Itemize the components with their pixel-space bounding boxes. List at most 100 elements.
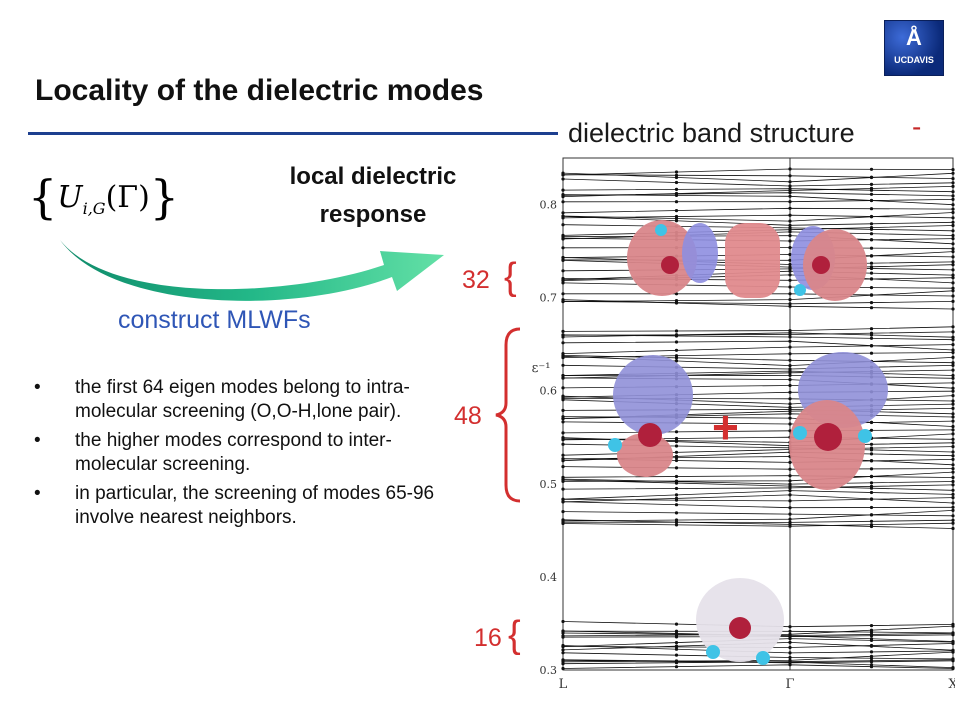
band-point bbox=[788, 298, 792, 302]
band-point bbox=[788, 512, 792, 516]
band-point bbox=[869, 336, 874, 340]
local-response-line2: response bbox=[319, 201, 427, 228]
band-point bbox=[951, 419, 955, 423]
band-point bbox=[788, 174, 792, 178]
band-point bbox=[674, 444, 679, 448]
band-point bbox=[951, 441, 955, 445]
band-point bbox=[788, 645, 792, 650]
band-point bbox=[869, 656, 874, 660]
band-point bbox=[951, 496, 955, 500]
band-point bbox=[788, 194, 792, 198]
band-line bbox=[562, 194, 954, 206]
band-point bbox=[788, 258, 792, 262]
band-point bbox=[788, 517, 792, 521]
band-point bbox=[674, 511, 679, 515]
band-point bbox=[788, 364, 792, 368]
band-point bbox=[788, 262, 792, 267]
band-point bbox=[561, 281, 565, 285]
band-point bbox=[951, 368, 955, 372]
band-point bbox=[788, 405, 792, 409]
band-point bbox=[674, 348, 679, 352]
band-point bbox=[869, 293, 874, 297]
band-point bbox=[674, 641, 679, 645]
band-point bbox=[788, 269, 792, 273]
band-point bbox=[788, 460, 792, 464]
band-line bbox=[562, 475, 954, 478]
band-point bbox=[951, 260, 955, 264]
band-point bbox=[788, 184, 792, 188]
band-point bbox=[788, 390, 792, 394]
band-point bbox=[951, 518, 955, 522]
band-point bbox=[869, 448, 874, 452]
band-point bbox=[951, 363, 955, 367]
band-point bbox=[869, 663, 874, 667]
band-point bbox=[561, 256, 565, 260]
band-point bbox=[951, 483, 955, 487]
band-point bbox=[951, 325, 955, 329]
bullet-item: the higher modes correspond to inter-mol… bbox=[28, 429, 468, 476]
band-point bbox=[869, 513, 874, 517]
band-point bbox=[788, 482, 792, 486]
bullet-item: in particular, the screening of modes 65… bbox=[28, 482, 468, 529]
band-point bbox=[951, 220, 955, 224]
band-point bbox=[869, 505, 874, 510]
band-point bbox=[951, 168, 955, 172]
band-point bbox=[674, 454, 679, 458]
band-point bbox=[951, 501, 955, 505]
band-point bbox=[788, 167, 792, 171]
band-point bbox=[869, 442, 874, 446]
band-point bbox=[951, 355, 955, 359]
band-point bbox=[951, 299, 955, 303]
band-point bbox=[869, 659, 874, 663]
band-point bbox=[788, 467, 792, 471]
band-point bbox=[951, 361, 955, 365]
brace-32-icon: { bbox=[504, 256, 517, 298]
band-point bbox=[788, 416, 792, 420]
band-point bbox=[951, 666, 955, 670]
band-point bbox=[788, 302, 792, 306]
band-point bbox=[869, 644, 874, 648]
band-point bbox=[869, 306, 874, 310]
band-point bbox=[788, 383, 792, 388]
band-point bbox=[561, 329, 565, 333]
band-point bbox=[674, 333, 679, 337]
band-point bbox=[951, 373, 955, 378]
band-point bbox=[788, 658, 792, 662]
molecule-orbital-top-right bbox=[791, 226, 867, 301]
band-point bbox=[869, 420, 874, 424]
band-point bbox=[951, 190, 955, 194]
band-point bbox=[951, 294, 955, 298]
band-point bbox=[869, 624, 874, 628]
band-point bbox=[561, 258, 565, 262]
band-point bbox=[869, 286, 874, 290]
band-point bbox=[951, 197, 955, 201]
band-point bbox=[788, 239, 792, 243]
band-point bbox=[561, 237, 565, 241]
band-point bbox=[674, 180, 679, 185]
band-point bbox=[561, 363, 565, 367]
molecule-orbital-middle-right bbox=[789, 352, 888, 490]
bullet-list: the first 64 eigen modes belong to intra… bbox=[28, 376, 468, 535]
band-point bbox=[951, 194, 955, 198]
y-tick-label-left: 0.3 bbox=[540, 664, 558, 677]
band-point bbox=[561, 246, 565, 250]
x-tick-label: L bbox=[559, 677, 568, 692]
band-point bbox=[674, 354, 679, 358]
band-line bbox=[562, 436, 954, 441]
formula-arg: (Γ) bbox=[105, 180, 150, 215]
band-point bbox=[869, 232, 874, 236]
molecule-orbital-top-middle bbox=[725, 223, 780, 298]
band-point bbox=[788, 412, 792, 416]
band-point bbox=[788, 278, 792, 282]
band-point bbox=[951, 348, 955, 352]
decor-dash: - bbox=[912, 111, 922, 142]
band-point bbox=[788, 493, 792, 497]
count-32-label: 32 bbox=[462, 266, 490, 294]
band-point bbox=[869, 246, 874, 250]
band-point bbox=[869, 198, 874, 203]
band-point bbox=[869, 277, 874, 281]
band-point bbox=[561, 431, 565, 435]
band-point bbox=[951, 210, 955, 215]
band-point bbox=[674, 450, 679, 454]
band-point bbox=[788, 625, 792, 629]
